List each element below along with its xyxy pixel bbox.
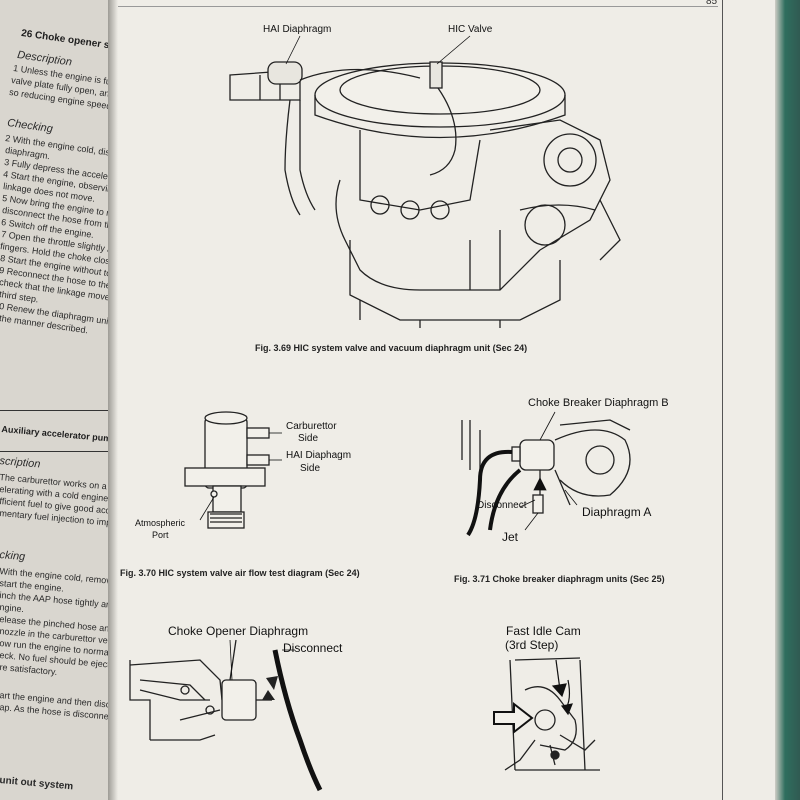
label-choke-opener-diaphragm: Choke Opener Diaphragm	[168, 624, 309, 638]
label-hai-diaphragm: HAI Diaphragm	[263, 24, 332, 35]
label-hai-diaphagm: HAI Diaphagm	[286, 450, 352, 461]
caption-fig-3-70: Fig. 3.70 HIC system valve air flow test…	[120, 568, 360, 578]
right-page	[118, 0, 778, 800]
label-3rd-step: (3rd Step)	[505, 638, 559, 652]
label-hai-side: Side	[300, 463, 321, 474]
label-fast-idle-cam: Fast Idle Cam	[506, 624, 581, 638]
top-rule	[118, 6, 718, 7]
margin-rule	[722, 0, 723, 800]
label-jet: Jet	[502, 530, 519, 544]
label-atmospheric: Atmospheric	[135, 518, 186, 528]
label-carburettor: Carburettor	[286, 421, 337, 432]
label-hic-valve: HIC Valve	[448, 24, 493, 35]
caption-fig-3-69: Fig. 3.69 HIC system valve and vacuum di…	[255, 343, 528, 353]
label-choke-breaker-b: Choke Breaker Diaphragm B	[528, 397, 669, 409]
label-diaphragm-a: Diaphragm A	[582, 505, 652, 519]
label-port: Port	[152, 530, 169, 540]
label-disconnect-71: Disconnect	[477, 500, 527, 511]
page-edge	[775, 0, 800, 800]
left-page: 26 Choke opener system Description 1 Unl…	[0, 0, 118, 800]
label-disconnect-72: Disconnect	[283, 641, 343, 655]
page-number: 85	[706, 0, 718, 7]
caption-fig-3-71: Fig. 3.71 Choke breaker diaphragm units …	[454, 574, 665, 584]
label-carburettor-side: Side	[298, 433, 319, 444]
left-section-box	[0, 410, 118, 452]
